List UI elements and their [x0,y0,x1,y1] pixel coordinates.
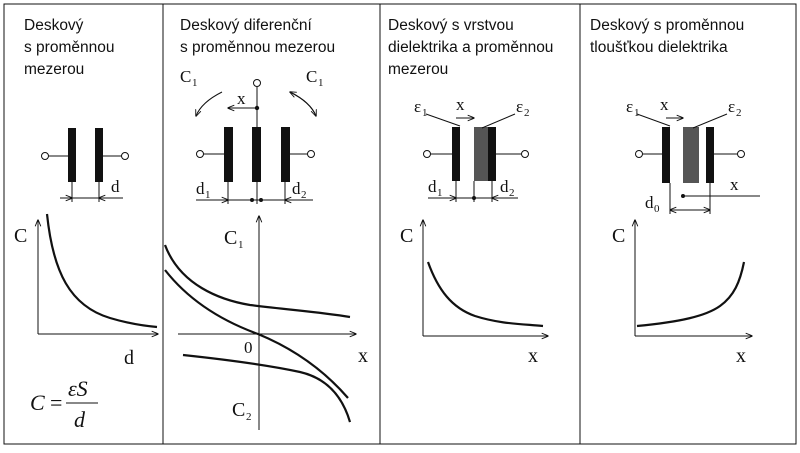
panel-gap-capacitor: Deskový s proměnnou mezerou d C d [14,17,158,432]
d0-subscript: 0 [654,203,660,215]
formula-denominator: d [74,407,86,432]
panel2-title-line1: Deskový diferenční [180,17,313,34]
c1-axis-label: C [224,227,237,249]
c2-axis-label: C [232,399,245,421]
c1-left-label: C [180,67,191,86]
variable-thickness-capacitor-symbol [635,113,760,214]
formula-equals: = [50,390,62,415]
panel2-title-line2: s proměnnou mezerou [180,39,335,56]
c1-axis-subscript: 1 [238,239,244,251]
gap-label: d [111,177,120,196]
c2-curve [182,353,352,423]
d1-subscript: 1 [205,189,211,201]
formula-numerator: εS [68,376,88,401]
panel-differential-capacitor: Deskový diferenční s proměnnou mezerou [163,17,368,430]
displacement-x-label: x [237,89,246,108]
capacitance-vs-thickness-curve [636,261,746,328]
eps1-label: ε [414,97,421,116]
panel1-title-line1: Deskový [24,17,84,34]
panel4-eps1-subscript: 1 [634,107,640,119]
formula-lhs: C [30,390,45,415]
d0-label: d [645,193,654,212]
capacitance-formula: C = εS d [30,376,98,432]
panel3-d2-subscript: 2 [509,187,515,199]
gap-capacitor-symbol [41,128,129,202]
panel1-title-line3: mezerou [24,61,84,78]
c1-curve [163,244,351,319]
panel4-graph [635,220,752,336]
d1-label: d [196,179,205,198]
panel4-y-axis-label: C [612,225,625,247]
panel2-x-axis-label: x [358,345,368,367]
panel3-title-line2: dielektrika a proměnnou [388,39,553,56]
panel3-d1-label: d [428,177,437,196]
panel3-d1-subscript: 1 [437,187,443,199]
panel1-y-axis-label: C [14,225,27,247]
panel-dielectric-layer-capacitor: Deskový s vrstvou dielektrika a proměnno… [388,17,553,367]
panel4-title-line2: tloušťkou dielektrika [590,39,728,56]
eps2-label: ε [516,97,523,116]
panel3-x-label: x [456,95,465,114]
capacitance-vs-gap-curve [45,213,158,329]
c1-right-subscript: 1 [318,77,324,89]
panel4-x-side-label: x [730,175,739,194]
panel1-graph [38,213,158,334]
panel4-eps2-subscript: 2 [736,107,742,119]
difference-curve [164,269,349,399]
table-border [3,3,797,445]
panel4-eps1-label: ε [626,97,633,116]
dielectric-layer-capacitor-symbol [423,113,529,202]
panel-variable-dielectric-thickness: Deskový s proměnnou tloušťkou dielektrik… [590,17,760,367]
c2-axis-subscript: 2 [246,411,252,423]
c1-left-subscript: 1 [192,77,198,89]
capacitance-vs-x-curve [426,261,544,328]
panel3-title-line1: Deskový s vrstvou [388,17,514,34]
panel3-graph [423,220,548,336]
panel3-x-axis-label: x [528,345,538,367]
eps1-subscript: 1 [422,107,428,119]
c1-right-label: C [306,67,317,86]
panel3-title-line3: mezerou [388,61,448,78]
panel1-x-axis-label: d [124,347,134,369]
origin-label: 0 [244,338,253,357]
panel4-x-axis-label: x [736,345,746,367]
panel4-x-top-label: x [660,95,669,114]
d2-subscript: 2 [301,189,307,201]
panel4-title-line1: Deskový s proměnnou [590,17,744,34]
differential-capacitor-symbol [196,79,316,204]
panel1-title-line2: s proměnnou [24,39,114,56]
panel2-graph [163,216,356,430]
d2-label: d [292,179,301,198]
panel3-d2-label: d [500,177,509,196]
panel4-eps2-label: ε [728,97,735,116]
panel3-y-axis-label: C [400,225,413,247]
eps2-subscript: 2 [524,107,530,119]
